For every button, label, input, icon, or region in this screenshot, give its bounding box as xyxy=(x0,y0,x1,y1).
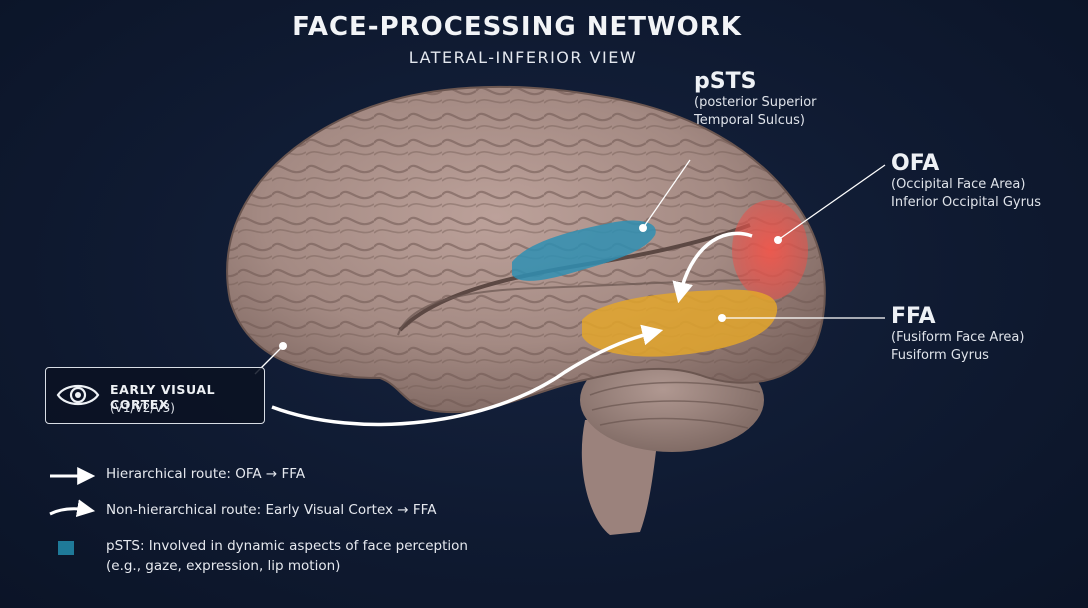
evc-subtitle: (V1/V2/V3) xyxy=(110,401,175,415)
ffa-name-line2: Fusiform Gyrus xyxy=(891,348,989,363)
ofa-abbr: OFA xyxy=(891,151,940,176)
ffa-label: FFA (Fusiform Face Area) Fusiform Gyrus xyxy=(891,305,1024,365)
diagram-title: FACE-PROCESSING NETWORK xyxy=(292,12,742,42)
ofa-region xyxy=(732,200,808,300)
eye-icon xyxy=(56,380,100,414)
ffa-name-line1: (Fusiform Face Area) xyxy=(891,330,1025,345)
legend-curved-arrow xyxy=(49,499,96,518)
evc-title: EARLY VISUAL CORTEX xyxy=(110,382,216,412)
hierarchical-route-arrow xyxy=(672,231,753,304)
legend-non-hierarchical-text: Non-hierarchical route: Early Visual Cor… xyxy=(106,502,437,518)
legend-psts-prefix: pSTS: xyxy=(106,538,145,554)
psts-region xyxy=(512,220,656,281)
legend-psts-line1: Involved in dynamic aspects of face perc… xyxy=(144,538,468,554)
legend-psts-line2: (e.g., gaze, expression, lip motion) xyxy=(106,558,341,574)
ofa-leader-line xyxy=(777,164,886,241)
ffa-abbr: FFA xyxy=(891,304,936,329)
psts-leader-line xyxy=(642,159,691,229)
diagram-subtitle: LATERAL-INFERIOR VIEW xyxy=(408,48,638,67)
psts-label: pSTS (posterior Superior Temporal Sulcus… xyxy=(694,70,817,130)
ofa-label: OFA (Occipital Face Area) Inferior Occip… xyxy=(891,152,1041,212)
non-hierarchical-route-arrow xyxy=(271,324,664,427)
ofa-name-line1: (Occipital Face Area) xyxy=(891,177,1026,192)
early-visual-cortex-box: EARLY VISUAL CORTEX (V1/V2/V3) xyxy=(45,367,265,424)
psts-abbr: pSTS xyxy=(694,69,757,94)
legend-hierarchical-text: Hierarchical route: OFA → FFA xyxy=(106,466,306,482)
legend-psts-text: pSTS: Involved in dynamic aspects of fac… xyxy=(106,538,468,554)
psts-name-line2: Temporal Sulcus) xyxy=(694,113,805,128)
ofa-name-line2: Inferior Occipital Gyrus xyxy=(891,195,1041,210)
legend-psts-swatch xyxy=(58,541,74,555)
psts-name-line1: (posterior Superior xyxy=(694,95,817,110)
